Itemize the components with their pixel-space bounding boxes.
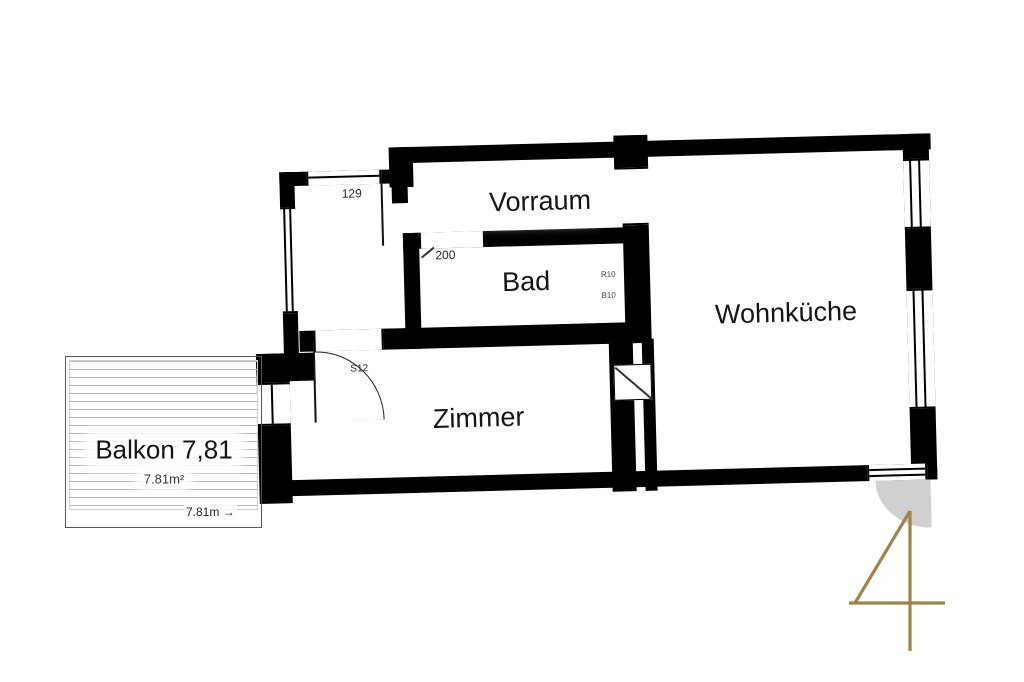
apartment-plan: Vorraum Bad Wohnküche Zimmer 129 200 S12… — [250, 113, 955, 529]
wall-shaft-left — [608, 339, 637, 492]
balcony: Balkon 7,81 7.81m² 7.81m → — [65, 356, 262, 528]
room-label-zimmer: Zimmer — [423, 400, 534, 437]
logo-diagonal-line — [853, 510, 912, 604]
zimmer-door-swing-arc — [314, 349, 385, 422]
logo-numeral-4 — [849, 510, 945, 651]
balcony-area-label: 7.81m² — [139, 471, 189, 487]
room-label-wohnkueche: Wohnküche — [705, 294, 867, 332]
kitchen-door-opening — [621, 166, 649, 226]
dimension-arrow-icon: → — [222, 505, 235, 519]
annotation-entry-note: S12 — [350, 363, 369, 375]
zimmer-door-opening — [313, 328, 384, 352]
kitchen-window-upper — [903, 158, 931, 230]
annotation-bath-note-bottom: B10 — [601, 290, 616, 301]
kitchen-terrace-door-opening — [867, 463, 928, 482]
balcony-dimension-value: 7.81m — [186, 505, 220, 519]
wall-bad-right — [622, 224, 652, 344]
room-label-balkon: Balkon 7,81 — [89, 434, 239, 466]
annotation-door-height: 200 — [435, 247, 456, 263]
wall-entry-left-upper — [279, 172, 296, 211]
annotation-door-width: 129 — [341, 186, 362, 201]
wall-top — [395, 133, 931, 164]
annotation-bath-note-top: R10 — [600, 269, 616, 280]
balcony-dimension: 7.81m → — [184, 505, 237, 519]
room-label-vorraum: Vorraum — [479, 183, 601, 220]
room-label-bad: Bad — [492, 264, 560, 300]
wall-shaft-right — [641, 338, 658, 491]
wall-entry-vorraum — [390, 163, 409, 204]
bad-door-opening — [418, 231, 486, 249]
stairwell-door-leaf — [380, 183, 384, 246]
wall-pillar-vorraum — [613, 134, 649, 170]
